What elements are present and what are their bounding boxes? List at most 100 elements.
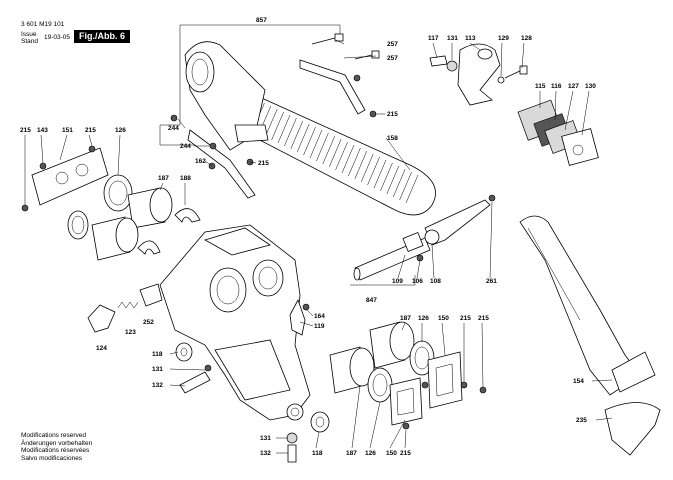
callout-label: 126 [418,315,429,322]
leader-line [315,431,320,449]
callout-label: 187 [158,175,169,182]
hose-rib [341,144,355,174]
leader-line [249,161,257,164]
group-bracket-857 [180,24,341,35]
bolt-part [287,444,297,463]
leader-line [169,384,186,387]
callout-label: 151 [62,127,73,134]
note-line: Salvo modificaciones [21,454,83,462]
callout-label: 118 [152,351,163,358]
hose-rib [264,108,278,138]
leader-line [404,429,407,449]
hose-rib [309,129,323,159]
leader-line [401,322,406,331]
callout-label: 113 [465,35,476,42]
washer-part [310,411,330,433]
hose-rib [373,159,387,189]
spring-part [117,301,139,309]
leader-line [581,90,590,136]
clamp-pad-part [517,99,599,166]
callout-label: 215 [478,315,489,322]
callout-label: 244 [180,143,191,150]
bracket-part [289,299,306,336]
callout-label: 215 [387,111,398,118]
callout-label: 131 [447,35,458,42]
callout-label: 857 [256,17,267,24]
hose-rib [316,132,329,162]
hose-rib [284,117,297,147]
leader-line [500,42,503,77]
callout-label: 154 [573,378,584,385]
leader-line [385,137,411,171]
knob-part [87,304,116,333]
leader-line [305,308,314,317]
callout-label: 847 [366,297,377,304]
leader-line [554,90,557,121]
callout-label: 215 [400,450,411,457]
hose-adapter-part [184,41,269,151]
callout-label: 106 [412,278,423,285]
bolt-part [179,371,211,394]
leader-line [40,134,44,164]
callout-label: 132 [152,382,163,389]
arm-part [519,215,641,396]
leader-line [169,368,206,371]
hose-rib [271,111,284,141]
shaft-part [353,231,431,281]
note-line: Modifications réservées [21,447,90,455]
clip-part [139,283,163,307]
callout-label: 124 [96,345,107,352]
document-number: 3 601 M19 101 [21,21,65,28]
hose-rib [354,150,368,180]
callout-label: 244 [168,125,179,132]
callout-label: 132 [260,450,271,457]
leader-line [591,379,613,382]
callout-label: 143 [37,127,48,134]
callout-label: 116 [551,83,562,90]
leader-line [432,42,438,59]
leader-line [564,90,574,131]
issue-date: 19-03-05 [44,34,71,41]
callout-label: 117 [428,35,439,42]
hose-rib [348,147,361,177]
roller-part [67,187,173,261]
leader-line [299,321,314,327]
nut-part [286,432,298,444]
hose-rib [277,114,291,144]
leader-line [351,385,361,449]
callout-label: 215 [85,127,96,134]
callout-label: 187 [400,315,411,322]
main-housing-part [159,224,311,421]
hose-rib [405,174,419,204]
callout-label: 235 [576,417,587,424]
hose-rib [399,171,412,201]
clip-part [174,208,201,223]
hose-rib [335,141,348,171]
leader-line [204,160,213,167]
modification-notes: Modifications reserved Änderungen vorbeh… [21,432,92,462]
callout-label: 123 [125,329,136,336]
leader-line [397,254,406,279]
guard-part [604,402,661,456]
hose-rib [290,120,304,150]
callout-label: 215 [258,160,269,167]
callout-label: 109 [392,278,403,285]
callout-label: 108 [430,278,441,285]
hose-rib [360,153,374,183]
callout-label: 158 [387,135,398,142]
leader-line [335,39,345,45]
callout-label: 131 [152,366,163,373]
washer-part [175,342,193,362]
hose-rib [322,135,336,165]
leader-line [489,201,493,279]
callout-label: 150 [438,315,449,322]
callout-label: 187 [346,450,357,457]
note-line: Modifications reserved [21,432,87,439]
callout-label: 118 [312,450,323,457]
stand-label: Stand [21,38,38,45]
leader-line [117,134,121,176]
leader-line [177,118,186,129]
figure-label: Fig./Abb. 6 [74,30,130,43]
leader-line [389,419,406,449]
